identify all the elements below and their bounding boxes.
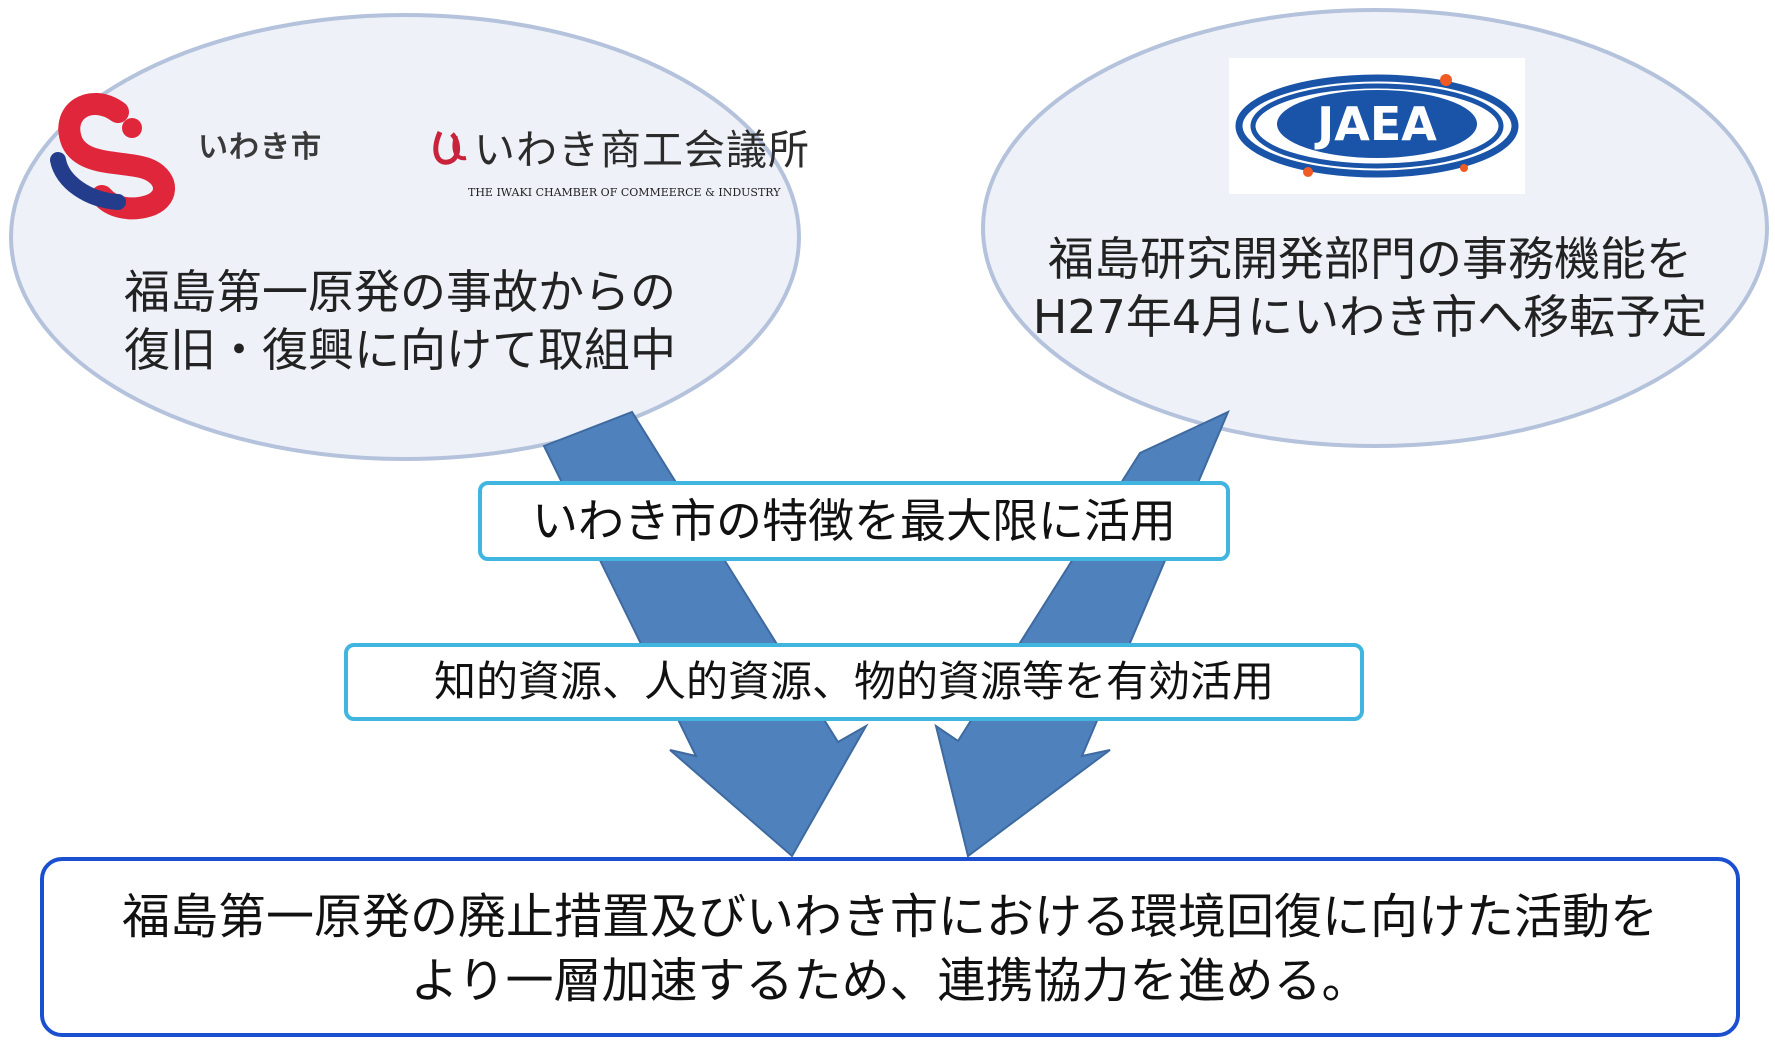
result-line-1: 福島第一原発の廃止措置及びいわき市における環境回復に向けた活動を bbox=[121, 889, 1658, 945]
city-logo-label: いわき市 bbox=[198, 130, 322, 165]
left-description-line-1: 福島第一原発の事故からの bbox=[124, 265, 676, 319]
right-party-ellipse bbox=[981, 8, 1769, 448]
left-party-description: 福島第一原発の事故からの 復旧・復興に向けて取組中 bbox=[70, 263, 730, 379]
left-description-line-2: 復旧・復興に向けて取組中 bbox=[124, 323, 676, 377]
right-description-line-2: H27年4月にいわき市へ移転予定 bbox=[1032, 290, 1708, 344]
right-party-description: 福島研究開発部門の事務機能を H27年4月にいわき市へ移転予定 bbox=[1010, 230, 1730, 346]
jaea-logo-icon bbox=[1229, 58, 1525, 194]
right-description-line-1: 福島研究開発部門の事務機能を bbox=[1048, 232, 1692, 286]
chamber-logo-icon bbox=[433, 130, 467, 165]
result-line-2: より一層加速するため、連携協力を進める。 bbox=[410, 953, 1370, 1009]
jaea-logo-text: JAEA bbox=[1314, 97, 1437, 151]
chamber-logo-label: いわき商工会議所 bbox=[474, 126, 810, 174]
chamber-logo-subtitle: THE IWAKI CHAMBER OF COMMEERCE & INDUSTR… bbox=[468, 186, 781, 199]
cooperation-result-box: 福島第一原発の廃止措置及びいわき市における環境回復に向けた活動を より一層加速す… bbox=[40, 857, 1740, 1037]
utilize-features-box: いわき市の特徴を最大限に活用 bbox=[478, 481, 1230, 561]
left-party-ellipse bbox=[9, 13, 801, 461]
city-logo-icon bbox=[50, 93, 175, 220]
right-arrow bbox=[934, 409, 1230, 858]
left-arrow bbox=[542, 410, 869, 858]
utilize-resources-box: 知的資源、人的資源、物的資源等を有効活用 bbox=[344, 643, 1364, 721]
